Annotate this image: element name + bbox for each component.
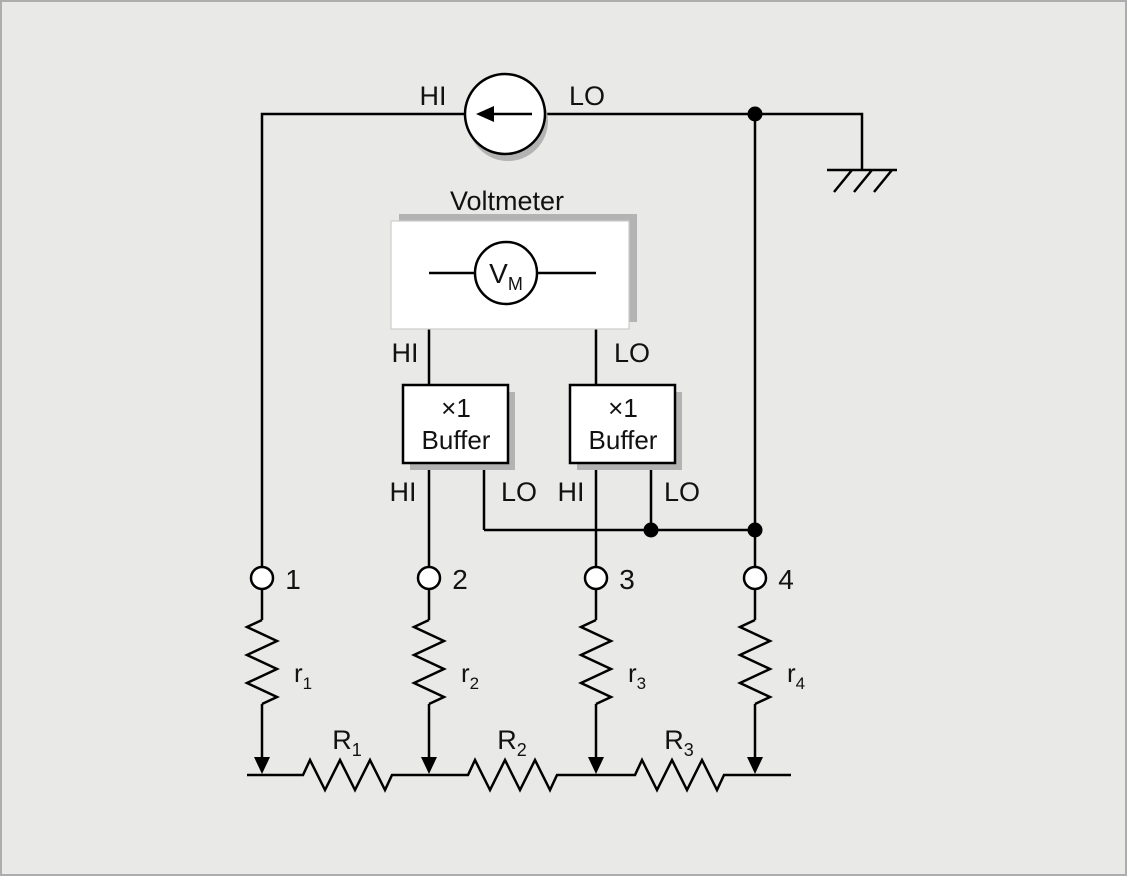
resistor-R3-label: R3	[664, 725, 694, 760]
probe-2-terminal	[416, 565, 442, 591]
sheet-resistance-path	[247, 757, 791, 793]
probe-branch-2: 2 r2	[411, 564, 479, 774]
resistor-r2-label: r2	[461, 658, 479, 693]
voltmeter-hi-label: HI	[392, 338, 419, 368]
junction-dot-guard-left	[643, 522, 659, 538]
voltmeter-meter-circle	[473, 240, 539, 306]
left-buffer-gain-label: ×1	[441, 393, 471, 423]
right-buffer-box	[568, 383, 677, 465]
probe-1-number: 1	[285, 564, 301, 595]
wire-source-lo-to-ground	[545, 112, 864, 170]
left-buffer-name-label: Buffer	[422, 425, 491, 455]
resistor-r2	[411, 618, 447, 706]
probe-branch-4: 4 r4	[737, 564, 805, 774]
junction-dot-guard-right	[747, 522, 763, 538]
wire-source-hi-to-probe1	[260, 112, 465, 567]
ground-symbol	[827, 168, 897, 193]
probe-4-number: 4	[778, 564, 794, 595]
right-buffer: ×1 Buffer HI LO	[558, 383, 700, 507]
probe-3-contact-arrow-icon	[588, 757, 604, 774]
resistor-r3-label: r3	[628, 658, 646, 693]
right-buffer-hi-label: HI	[558, 477, 585, 507]
resistor-R1-label: R1	[332, 725, 362, 760]
probe-branch-3: 3 r3	[578, 564, 646, 774]
probe-1-terminal	[249, 565, 275, 591]
probe-2-number: 2	[452, 564, 468, 595]
probe-4-terminal	[742, 565, 768, 591]
right-buffer-lo-label: LO	[664, 477, 700, 507]
left-buffer-lo-label: LO	[501, 477, 537, 507]
resistor-r4-label: r4	[787, 658, 805, 693]
voltmeter-lo-label: LO	[614, 338, 650, 368]
surface-resistor-line: R1 R2 R3	[247, 725, 791, 793]
current-direction-arrow-icon	[476, 106, 532, 122]
probe-branch-1: 1 r1	[244, 564, 312, 774]
voltmeter: Voltmeter VM HI LO	[390, 186, 650, 368]
resistor-r4	[737, 618, 773, 706]
voltmeter-meter-label: VM	[489, 258, 523, 294]
junction-dot-top	[747, 106, 763, 122]
left-buffer: ×1 Buffer HI LO	[390, 383, 537, 507]
current-source: HI LO	[420, 72, 605, 161]
probe-3-terminal	[583, 565, 609, 591]
source-lo-label: LO	[569, 81, 605, 111]
resistor-r1	[244, 618, 280, 706]
probe-4-contact-arrow-icon	[747, 757, 763, 774]
source-hi-label: HI	[420, 81, 447, 111]
probe-2-contact-arrow-icon	[421, 757, 437, 774]
right-buffer-gain-label: ×1	[608, 393, 638, 423]
resistor-r1-label: r1	[294, 658, 312, 693]
probe-3-number: 3	[619, 564, 635, 595]
left-buffer-hi-label: HI	[390, 477, 417, 507]
right-buffer-name-label: Buffer	[589, 425, 658, 455]
resistor-r3	[578, 618, 614, 706]
left-buffer-box	[401, 383, 510, 465]
voltmeter-title: Voltmeter	[450, 186, 564, 216]
probe-1-contact-arrow-icon	[254, 757, 270, 774]
resistor-R2-label: R2	[497, 725, 527, 760]
